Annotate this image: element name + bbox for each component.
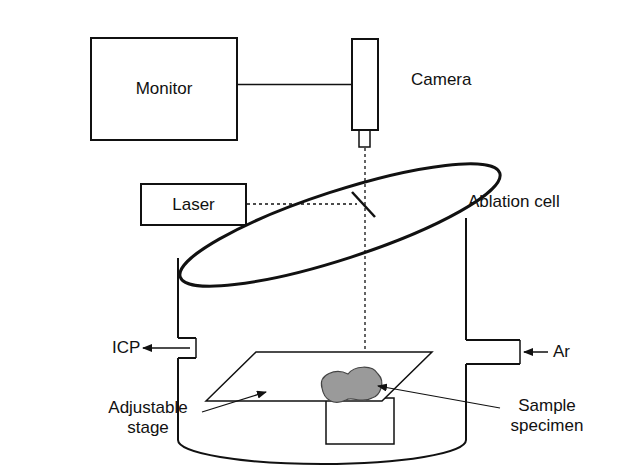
stage-plate (206, 352, 432, 401)
part-label: ICP (112, 338, 142, 358)
cell-base (178, 440, 466, 464)
inflow-arrow (524, 351, 548, 353)
device-box: Laser (140, 183, 247, 226)
node-label: Camera (411, 70, 471, 90)
stage-post (326, 398, 394, 444)
device-box: Monitor (90, 37, 238, 141)
part-label: Sample specimen (502, 396, 592, 436)
part-label: Adjustable stage (96, 398, 200, 438)
node-label: Monitor (136, 79, 193, 99)
camera-lens (359, 130, 370, 147)
signal-cable (238, 84, 351, 86)
part-label: Ar (553, 342, 583, 362)
mirror (352, 192, 375, 217)
node-label: Laser (172, 195, 215, 215)
camera-body: Camera (351, 38, 379, 131)
outflow-arrow (143, 347, 190, 349)
sample-blob (321, 367, 381, 402)
part-label: Ablation cell (468, 192, 618, 212)
